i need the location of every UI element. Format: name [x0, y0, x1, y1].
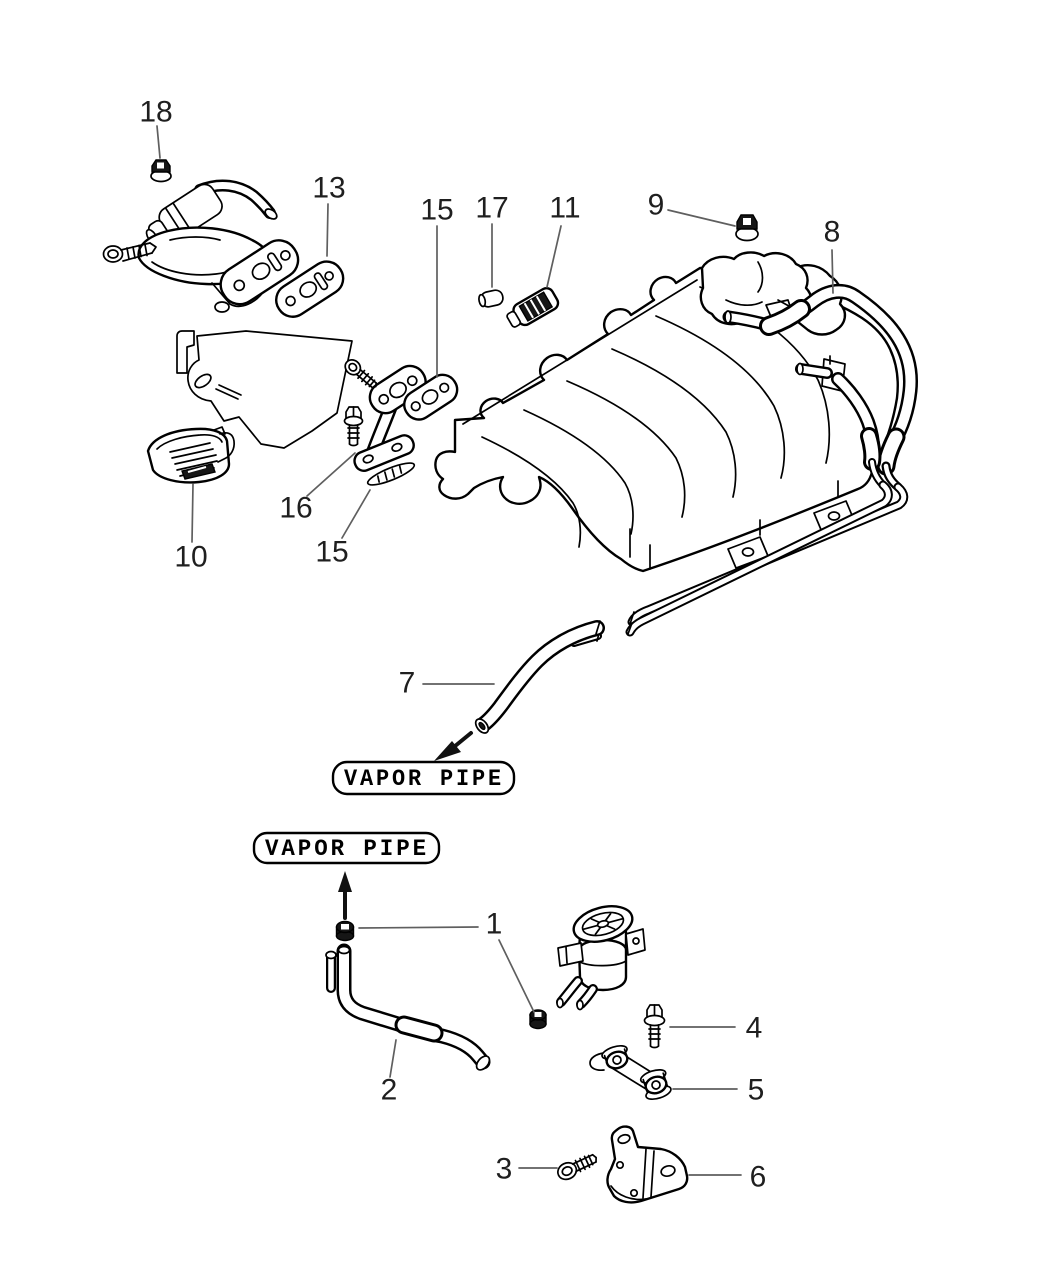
- callout-1: 1: [486, 908, 503, 941]
- vapor-pipe-tag-lower: VAPOR PIPE: [252, 831, 441, 865]
- cap-item-1a: [335, 920, 355, 942]
- leader-9: [667, 209, 736, 227]
- gasket-15-lower: [366, 462, 416, 486]
- leader-lines: [156, 125, 834, 1176]
- bolt-4: [643, 1004, 666, 1049]
- leader-15-mid: [341, 489, 371, 539]
- sensor-11: [506, 286, 560, 328]
- leader-8: [831, 249, 834, 294]
- egr-flange: [219, 239, 300, 306]
- callout-5: 5: [748, 1074, 765, 1107]
- callout-10: 10: [174, 541, 207, 574]
- callout-6: 6: [750, 1161, 767, 1194]
- leader-1a: [358, 926, 479, 929]
- arrow-to-vapor-pipe-upper: [434, 731, 473, 761]
- arrow-to-vapor-pipe-lower: [338, 871, 352, 920]
- egr-screw: [102, 242, 157, 263]
- link-bracket-5: [589, 1044, 672, 1101]
- vapor-pipe-tag-lower-text: VAPOR PIPE: [265, 836, 429, 862]
- leader-16: [306, 452, 356, 497]
- clamp-10: [146, 426, 235, 484]
- callout-13: 13: [312, 172, 345, 205]
- callout-9: 9: [648, 189, 665, 222]
- vapor-pipe-tag-upper-text: VAPOR PIPE: [344, 766, 504, 792]
- leader-13: [326, 203, 329, 257]
- callout-8: 8: [824, 216, 841, 249]
- egr-tube-bolt-upper: [344, 359, 378, 389]
- vacuum-hose-8: [759, 283, 918, 492]
- callout-4: 4: [746, 1012, 763, 1045]
- callout-labels: 18 13 15 17 11 9 8 10 16 15 7 1 2 4 5 3 …: [139, 96, 840, 1194]
- cap-17: [478, 289, 504, 308]
- bracket-6: [606, 1125, 689, 1204]
- leader-1b: [498, 939, 535, 1013]
- callout-16: 16: [279, 492, 312, 525]
- vapor-pipe-tag-upper: VAPOR PIPE: [331, 760, 516, 796]
- callout-11: 11: [549, 192, 580, 225]
- bolt-3: [557, 1153, 597, 1181]
- callout-7: 7: [399, 667, 416, 700]
- clip-item-1b: [529, 1009, 547, 1030]
- intake-manifold: [434, 251, 899, 573]
- egr-tube-bolt-lower: [343, 406, 364, 447]
- callout-3: 3: [496, 1153, 513, 1186]
- vapor-hose-2: [325, 943, 491, 1071]
- callout-15-mid: 15: [315, 536, 348, 569]
- callout-18: 18: [139, 96, 172, 129]
- leader-18: [156, 125, 161, 159]
- gasket-15-upper: [403, 373, 459, 421]
- egr-tube-16: [343, 359, 427, 472]
- support-bracket-plate: [176, 330, 353, 449]
- leader-2: [389, 1039, 397, 1078]
- leader-11: [546, 225, 562, 288]
- nut-9: [735, 214, 759, 242]
- purge-solenoid-valve: [556, 905, 646, 1011]
- gasket-13: [275, 260, 345, 318]
- egr-valve-assembly: [102, 179, 300, 313]
- leader-10: [191, 483, 194, 543]
- vapor-hose-7: [474, 620, 605, 734]
- nut-18: [150, 159, 172, 183]
- callout-15-top: 15: [420, 194, 453, 227]
- callout-17: 17: [475, 192, 508, 225]
- callout-2: 2: [381, 1074, 398, 1107]
